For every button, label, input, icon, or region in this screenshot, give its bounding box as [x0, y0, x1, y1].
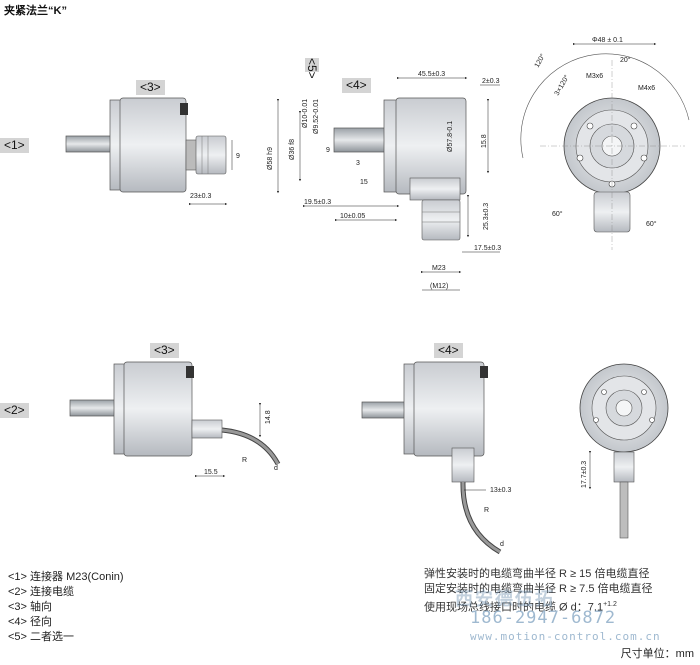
legend-item: <5> 二者选一 [8, 631, 75, 643]
dim-text: 17.5±0.3 [474, 245, 501, 252]
dim-text: R [484, 507, 489, 514]
dim-text: 17.7±0.3 [581, 461, 588, 488]
dim-text: (M12) [430, 283, 448, 290]
dim-text: 60° [552, 210, 563, 218]
dim-text: Ø10-0.01 [302, 99, 309, 128]
dim-text: Ø9.52-0.01 [313, 99, 320, 134]
watermark-url: www.motion-control.com.cn [470, 630, 661, 643]
dim-text: M23 [432, 265, 446, 272]
dim-text: 13±0.3 [490, 487, 511, 494]
view-front-flange [520, 42, 690, 250]
watermark-phone: 186-2947-6872 [470, 608, 617, 628]
dim-text: Ø36 f8 [289, 139, 296, 160]
dim-text: 3×120° [553, 73, 571, 97]
dim-text: 9 [326, 147, 330, 154]
legend-item: <1> 连接器 M23(Conin) [8, 571, 124, 583]
units-label: 尺寸单位：mm [620, 648, 694, 660]
note-item: 使用现场总线接口时的电缆 Ø d：7.1+1.2 [424, 601, 617, 614]
label-4-bottom: <4> [434, 343, 463, 358]
notes: 弹性安装时的电缆弯曲半径 R ≥ 15 倍电缆直径 固定安装时的电缆弯曲半径 R… [424, 567, 653, 616]
view-axial-cable [69, 361, 281, 478]
label-3-bottom: <3> [150, 343, 179, 358]
note-item: 固定安装时的电缆弯曲半径 R ≥ 7.5 倍电缆直径 [424, 583, 653, 595]
label-1: <1> [0, 138, 29, 153]
dim-text: 2±0.3 [482, 78, 500, 85]
dim-text: 9 [236, 153, 240, 160]
dim-text: 15.5 [204, 469, 218, 476]
view-axial-connector [65, 97, 233, 206]
dim-text: 23±0.3 [190, 193, 211, 200]
dim-text: 25.3±0.3 [483, 203, 490, 230]
dim-text: 20° [620, 56, 631, 64]
view-radial-connector [276, 76, 500, 291]
dim-text: Ø58 h9 [267, 147, 274, 170]
label-2: <2> [0, 403, 29, 418]
dim-text: Ø57.8-0.1 [447, 121, 454, 152]
dim-text: 15.8 [481, 134, 488, 148]
page-title: 夹紧法兰“K” [4, 5, 67, 17]
note-item: 弹性安装时的电缆弯曲半径 R ≥ 15 倍电缆直径 [424, 568, 650, 580]
label-5: <5> [305, 58, 319, 79]
view-front-cable [579, 363, 669, 539]
dim-text: 10±0.05 [340, 213, 365, 220]
legend: <1> 连接器 M23(Conin) <2> 连接电缆 <3> 轴向 <4> 径… [8, 570, 124, 645]
dim-text: M3x6 [586, 73, 603, 80]
view-radial-cable [361, 361, 502, 555]
dim-text: Φ48 ± 0.1 [592, 37, 623, 44]
watermark-company: 西安德伍拓 [455, 589, 555, 609]
legend-item: <2> 连接电缆 [8, 586, 75, 598]
dim-text: 19.5±0.3 [304, 199, 331, 206]
dim-text: d [274, 465, 278, 472]
dimension-labels: 23±0.3 9 Ø58 h9 Ø36 f8 Ø10-0.01 Ø9.52-0.… [190, 37, 657, 548]
dim-text: d [500, 541, 504, 548]
dim-text: 60° [646, 220, 657, 228]
dim-text: 15 [360, 179, 368, 186]
dim-text: M4x6 [638, 85, 655, 92]
label-3-top: <3> [136, 80, 165, 95]
dim-text: 45.5±0.3 [418, 71, 445, 78]
dim-text: 14.8 [265, 410, 272, 424]
legend-item: <3> 轴向 [8, 601, 53, 613]
label-4-top: <4> [342, 78, 371, 93]
dim-text: 3 [356, 160, 360, 167]
legend-item: <4> 径向 [8, 616, 53, 628]
dim-text: 120° [533, 52, 547, 69]
dim-text: R [242, 457, 247, 464]
note-superscript: +1.2 [603, 601, 617, 608]
